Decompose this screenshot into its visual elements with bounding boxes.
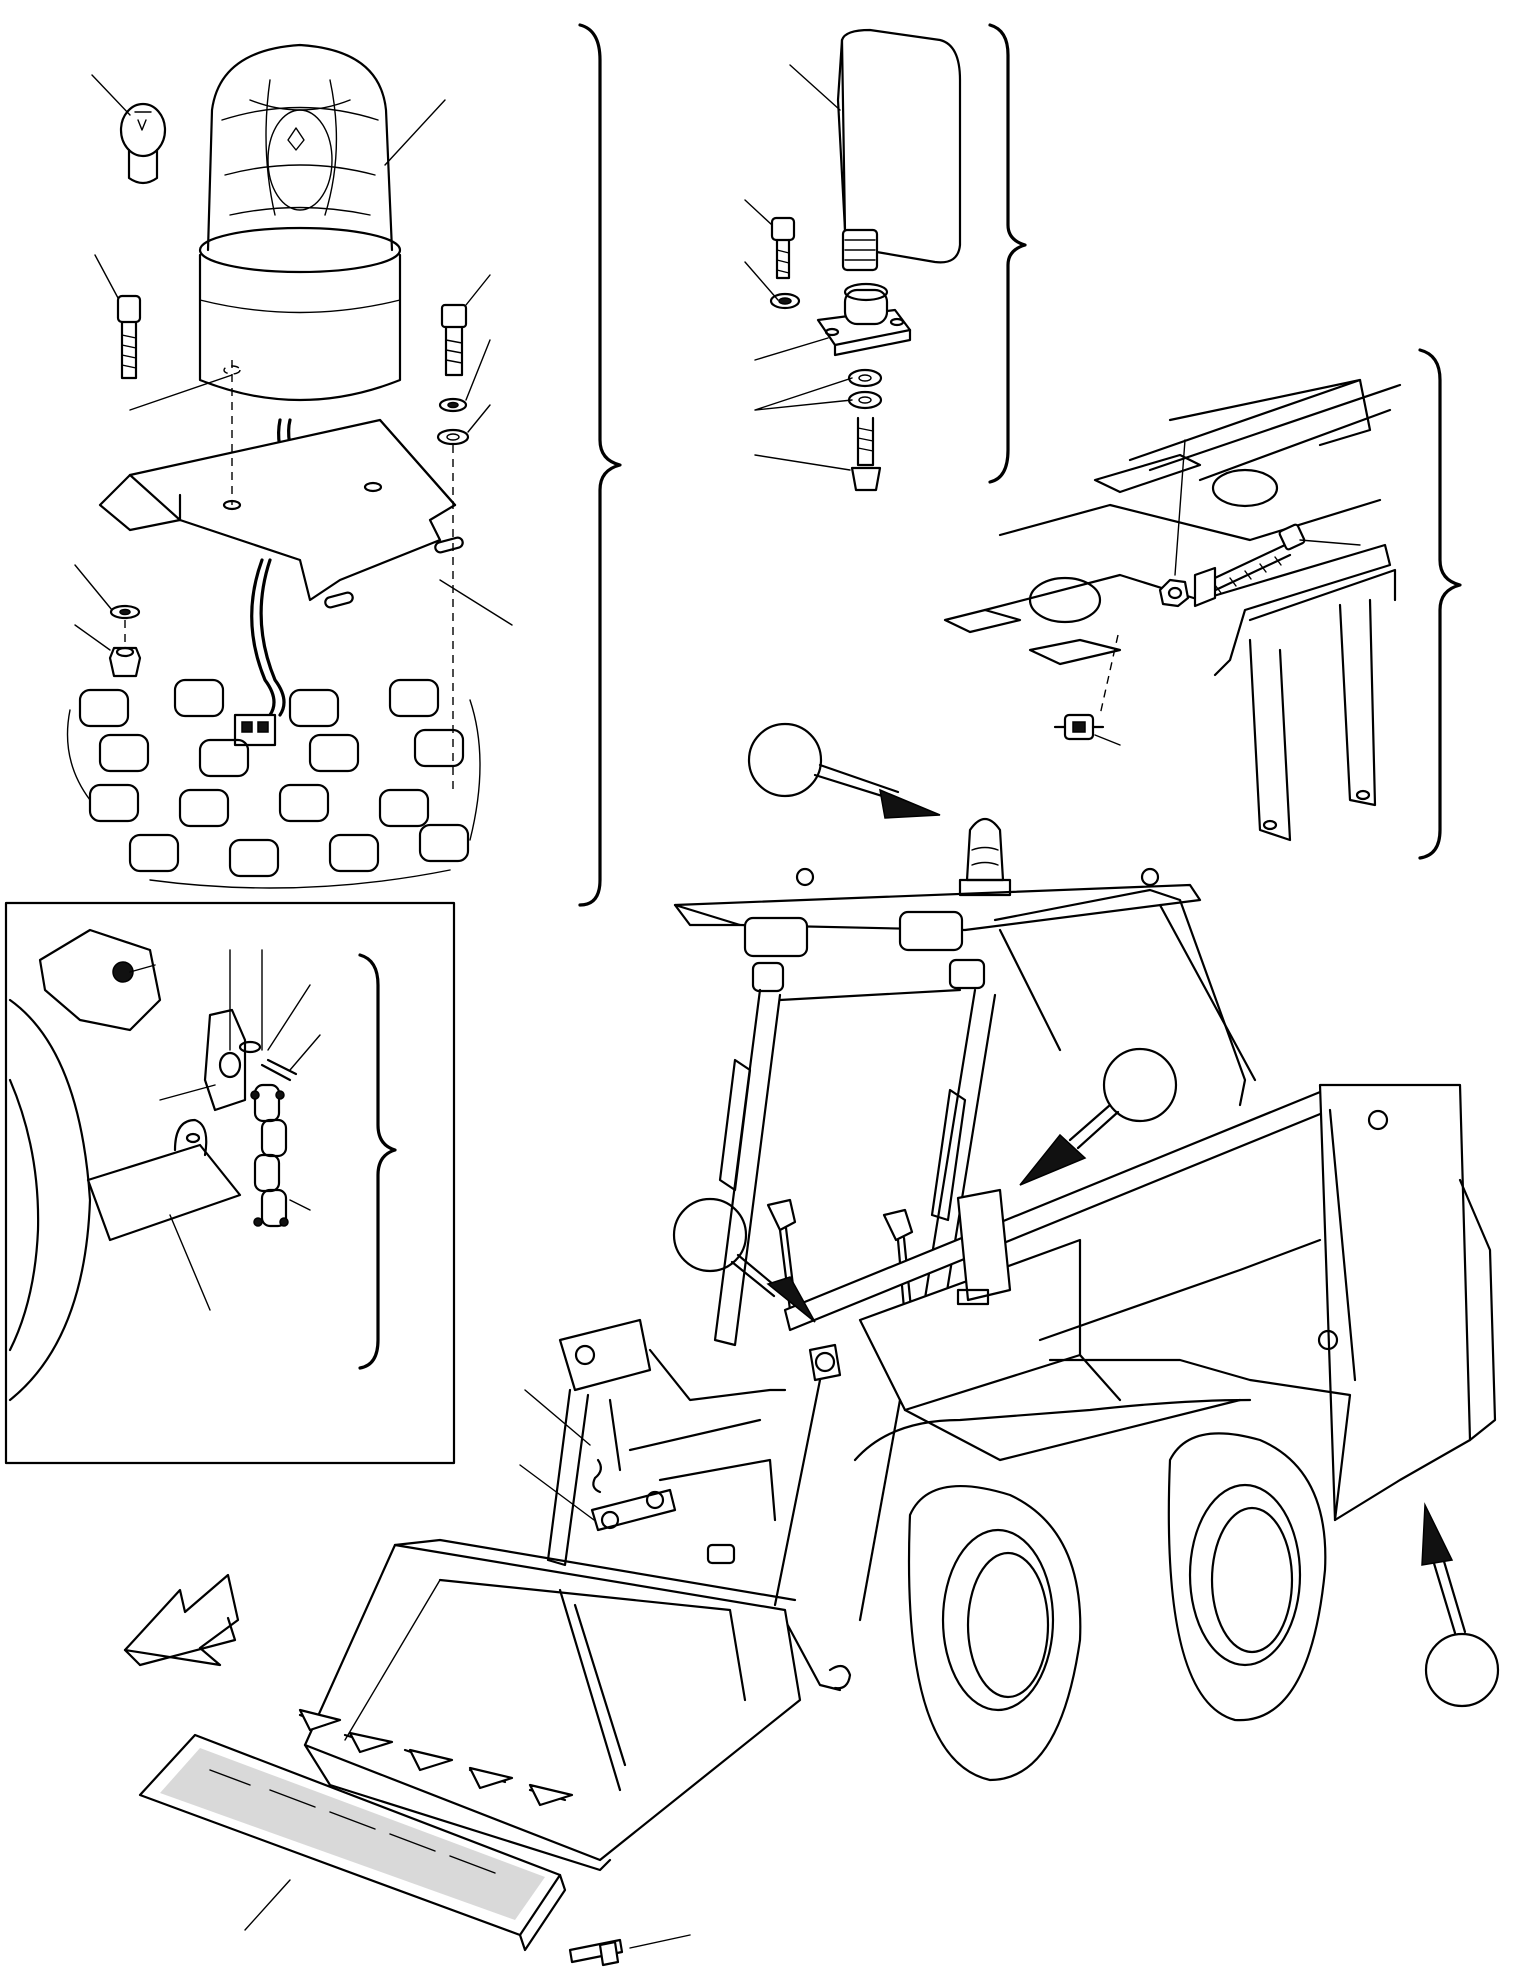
nut-icon	[108, 604, 142, 678]
brace-light	[988, 23, 1027, 484]
bolt-icon	[440, 303, 468, 377]
washer-icon	[769, 292, 801, 310]
beacon-icon	[965, 817, 1005, 882]
callout-1	[747, 722, 941, 819]
washer-icon	[847, 368, 883, 410]
skid-steer-loader	[138, 817, 1497, 1967]
direction-arrow-icon	[123, 1573, 240, 1667]
work-light-assembly	[744, 28, 962, 492]
bolt-icon	[116, 294, 142, 380]
mounting-bracket-assembly	[943, 378, 1402, 842]
safety-chain-inset	[4, 901, 456, 1465]
roof-grille	[66, 678, 481, 889]
light-mount-block	[816, 282, 912, 357]
brace-bracket	[1418, 348, 1462, 860]
callout-2	[1019, 1047, 1178, 1186]
wheel-front	[907, 1485, 1082, 1782]
callout-3	[672, 1197, 816, 1323]
rotating-beacon-assembly	[66, 43, 513, 889]
washer-icon	[436, 397, 470, 446]
beacon-dome	[198, 43, 402, 402]
brace-beacon	[578, 23, 622, 907]
chain-icon	[250, 1083, 289, 1228]
bulb-icon	[119, 102, 167, 185]
bolt-icon	[850, 416, 882, 492]
bucket	[298, 1538, 802, 1872]
nut-icon	[1158, 566, 1217, 608]
brace-chain	[358, 953, 397, 1370]
bolt-icon	[568, 1938, 624, 1967]
bolt-icon	[770, 216, 796, 280]
wheel-rear	[1167, 1432, 1327, 1722]
switch-icon	[1053, 713, 1105, 741]
beacon-bracket	[98, 418, 464, 609]
callout-4	[1421, 1502, 1500, 1708]
bolt-on-edge	[138, 1733, 567, 1952]
